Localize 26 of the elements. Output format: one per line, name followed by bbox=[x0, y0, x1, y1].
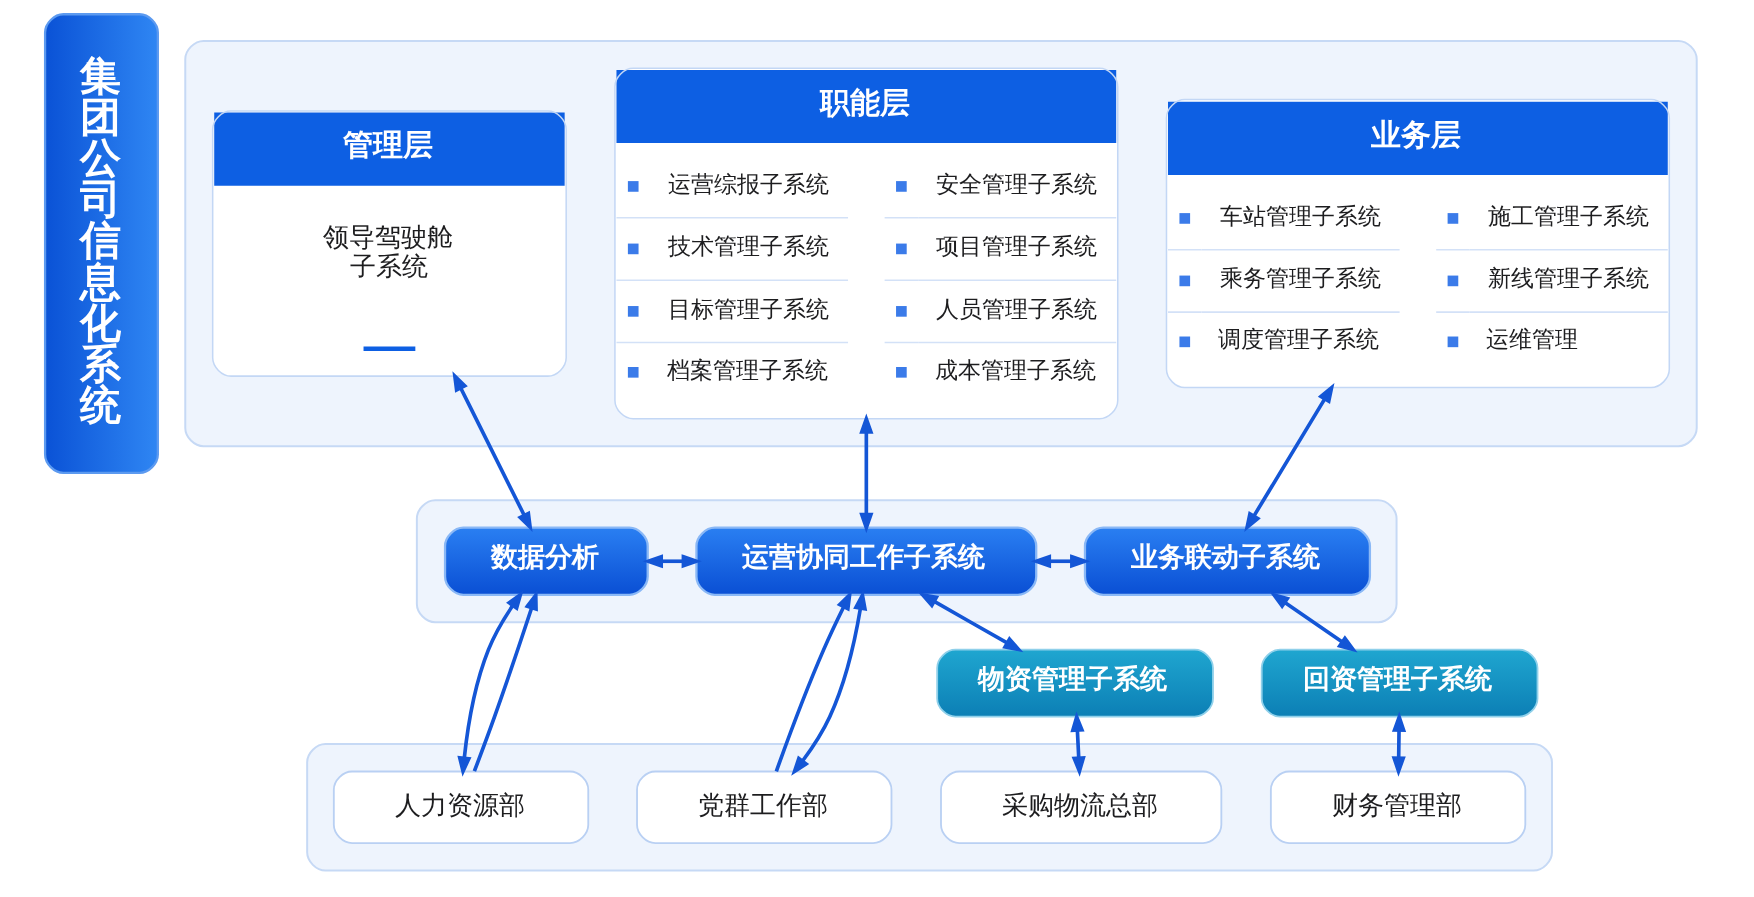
node-box: 集团公司信息化系统 bbox=[43, 13, 159, 475]
node-box: 回资管理子系统 bbox=[1260, 648, 1539, 718]
arrow bbox=[1070, 711, 1086, 777]
arrow bbox=[452, 371, 533, 533]
node-box: 采购物流总部 bbox=[940, 770, 1223, 845]
cluster bbox=[184, 39, 1698, 448]
cluster bbox=[306, 743, 1553, 872]
arrow bbox=[1030, 554, 1091, 569]
node-box: 人力资源部 bbox=[332, 770, 590, 845]
arrow bbox=[918, 592, 1024, 653]
arrow bbox=[791, 589, 868, 776]
arrow bbox=[472, 590, 538, 772]
arrow bbox=[1244, 382, 1335, 532]
arrow bbox=[774, 590, 853, 772]
arrow bbox=[1391, 711, 1407, 777]
node-box: 党群工作部 bbox=[636, 770, 893, 845]
arrow bbox=[859, 413, 874, 534]
arrow bbox=[642, 554, 702, 569]
node-box: 物资管理子系统 bbox=[936, 648, 1214, 718]
cluster bbox=[415, 499, 1398, 624]
node-box: 业务联动子系统 bbox=[1083, 526, 1372, 596]
node-box: 运营协同工作子系统 bbox=[695, 526, 1038, 596]
node-box: 财务管理部 bbox=[1269, 770, 1527, 845]
arrow bbox=[457, 590, 524, 777]
node-box: 数据分析 bbox=[443, 526, 649, 596]
arrow bbox=[1269, 591, 1358, 653]
